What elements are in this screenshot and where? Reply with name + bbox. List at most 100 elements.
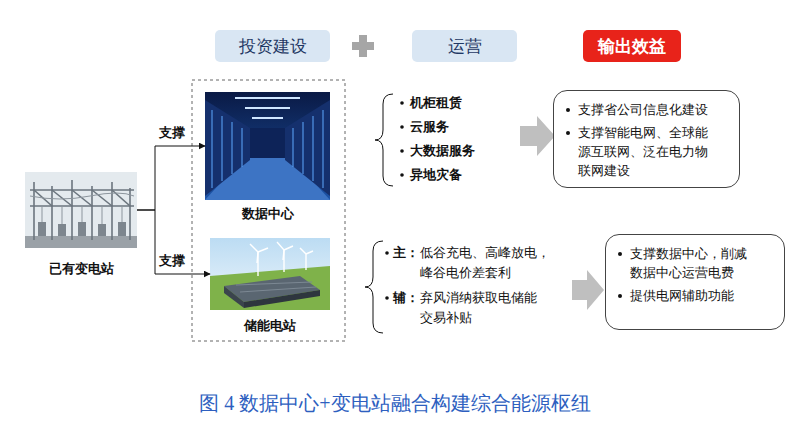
header-text: 输出效益	[598, 35, 666, 58]
substation-picture	[71, 180, 73, 240]
datacenter-picture	[205, 92, 330, 200]
substation-picture	[25, 172, 137, 248]
edge-label: 支撑	[159, 124, 185, 142]
substation-picture	[30, 193, 134, 236]
storage-picture	[210, 238, 330, 310]
datacenter-picture	[205, 92, 330, 200]
datacenter-node: 数据中心	[205, 92, 330, 200]
datacenter-picture	[285, 100, 330, 196]
datacenter-picture	[252, 117, 283, 119]
list-bullets	[400, 173, 404, 177]
header-box: 投资建设	[215, 30, 330, 62]
connector	[137, 210, 210, 274]
substation-picture	[38, 222, 126, 236]
storage-node: 储能电站	[210, 238, 330, 310]
substation-picture	[52, 190, 72, 206]
substation-picture	[78, 222, 86, 236]
group-frame	[192, 80, 345, 341]
substation-picture	[38, 222, 46, 236]
storage-picture	[257, 252, 258, 263]
plus-sign	[352, 35, 374, 57]
header-box: 运营	[412, 30, 517, 62]
list-bullets	[385, 101, 404, 300]
connector	[137, 146, 205, 210]
bullet-row: 提供电网辅助功能	[606, 286, 784, 305]
storage-picture	[284, 246, 293, 250]
substation-picture	[112, 190, 130, 206]
list-text: 低谷充电、高峰放电，峰谷电价差套利	[420, 243, 554, 283]
block-arrow	[572, 270, 604, 310]
substation-picture	[58, 224, 66, 236]
substation-picture	[118, 222, 126, 236]
storage-picture	[240, 287, 316, 292]
list-bullets	[400, 101, 404, 105]
datacenter-picture	[242, 128, 243, 167]
substation-picture	[30, 189, 134, 191]
datacenter-picture	[205, 100, 250, 196]
brace	[365, 241, 383, 333]
storage-picture	[257, 252, 258, 276]
brace	[375, 94, 393, 186]
bullet-dot	[566, 131, 570, 135]
datacenter-picture	[250, 128, 285, 158]
bullet-dot	[566, 108, 570, 112]
substation-picture	[30, 180, 134, 240]
storage-picture	[210, 238, 330, 310]
list-text: 弃风消纳获取电储能交易补贴	[420, 288, 544, 328]
storage-picture	[250, 242, 313, 276]
edge-label: 支撑	[159, 252, 185, 270]
box-text: 支撑数据中心，削减数据中心运营电费	[630, 244, 755, 282]
list-bullets	[400, 125, 404, 129]
output-box: 输出效益	[583, 30, 681, 62]
storage-picture	[250, 244, 258, 252]
box-text: 支撑省公司信息化建设	[578, 100, 712, 119]
substation-node: 已有变电站	[25, 172, 137, 248]
plus-sign	[359, 35, 367, 57]
substation-picture	[98, 224, 106, 236]
datacenter-picture	[303, 122, 304, 174]
storage-picture	[258, 248, 268, 252]
datacenter-picture	[245, 107, 290, 109]
list-text: 辅：	[393, 288, 419, 308]
bullet-row: 支撑省公司信息化建设	[554, 100, 739, 119]
storage-picture	[283, 250, 284, 260]
storage-picture	[210, 266, 330, 310]
datacenter-picture	[323, 110, 324, 188]
datacenter-picture	[235, 98, 300, 118]
storage-picture	[224, 286, 244, 308]
benefit-box: 支撑数据中心，削减数据中心运营电费提供电网辅助功能	[605, 234, 785, 330]
list-bullets	[385, 251, 389, 255]
bullet-dot	[618, 252, 622, 256]
datacenter-picture	[232, 122, 233, 174]
box-text: 提供电网辅助功能	[630, 286, 755, 305]
storage-picture	[306, 251, 313, 254]
bullet-row: 支撑数据中心，削减数据中心运营电费	[606, 244, 784, 282]
list-text: 主：	[393, 243, 419, 263]
substation-picture	[129, 188, 131, 240]
storage-picture	[305, 254, 306, 270]
datacenter-picture	[235, 97, 300, 99]
datacenter-picture	[293, 128, 294, 167]
list-bullets	[400, 149, 404, 153]
storage-picture	[244, 290, 320, 308]
block-arrow	[520, 116, 555, 156]
list-text: 机柜租赁	[410, 93, 462, 113]
header-text: 投资建设	[239, 35, 307, 58]
storage-picture	[277, 242, 284, 250]
datacenter-picture	[222, 116, 223, 181]
substation-picture	[25, 172, 137, 248]
storage-picture	[236, 282, 316, 292]
datacenter-picture	[212, 110, 213, 188]
substation-picture	[92, 190, 112, 206]
list-text: 云服务	[410, 117, 449, 137]
storage-picture	[300, 248, 306, 254]
list-text: 异地灾备	[410, 165, 462, 185]
node-label: 已有变电站	[49, 260, 114, 278]
storage-picture	[236, 282, 312, 285]
caption: 图 4 数据中心+变电站融合构建综合能源枢纽	[0, 390, 790, 417]
benefit-box: 支撑省公司信息化建设支撑智能电网、全球能源互联网、泛在电力物联网建设	[553, 90, 740, 188]
